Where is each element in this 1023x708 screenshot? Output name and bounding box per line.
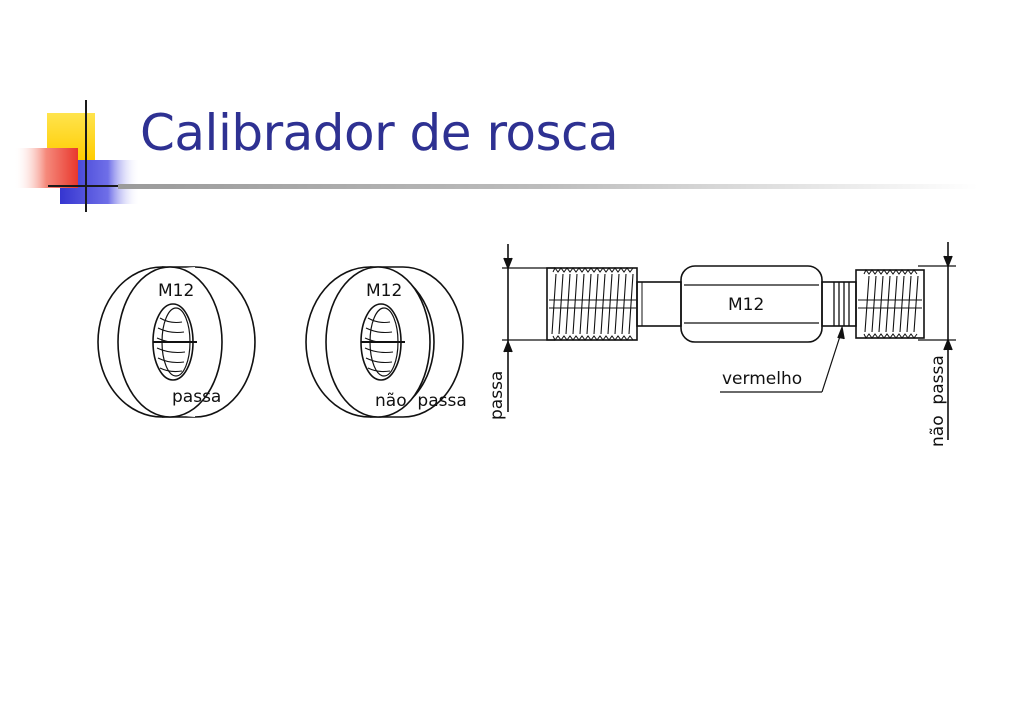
plug-nogo-label: não passa	[928, 355, 948, 447]
plug-go-label: passa	[487, 371, 507, 420]
title-underline	[118, 184, 978, 189]
ring-nogo-size-label: M12	[366, 281, 402, 301]
plug-size-label: M12	[728, 295, 764, 315]
red-square	[14, 148, 78, 188]
ring-gauge-nogo	[305, 266, 464, 418]
plug-gauge	[502, 242, 956, 440]
page-title: Calibrador de rosca	[140, 104, 619, 162]
title-decoration	[14, 100, 140, 212]
ring-go-caption: passa	[172, 387, 221, 407]
plug-marker-label: vermelho	[722, 369, 802, 389]
ring-nogo-caption: não passa	[375, 391, 467, 411]
ring-gauge-go	[97, 266, 256, 418]
ring-go-size-label: M12	[158, 281, 194, 301]
